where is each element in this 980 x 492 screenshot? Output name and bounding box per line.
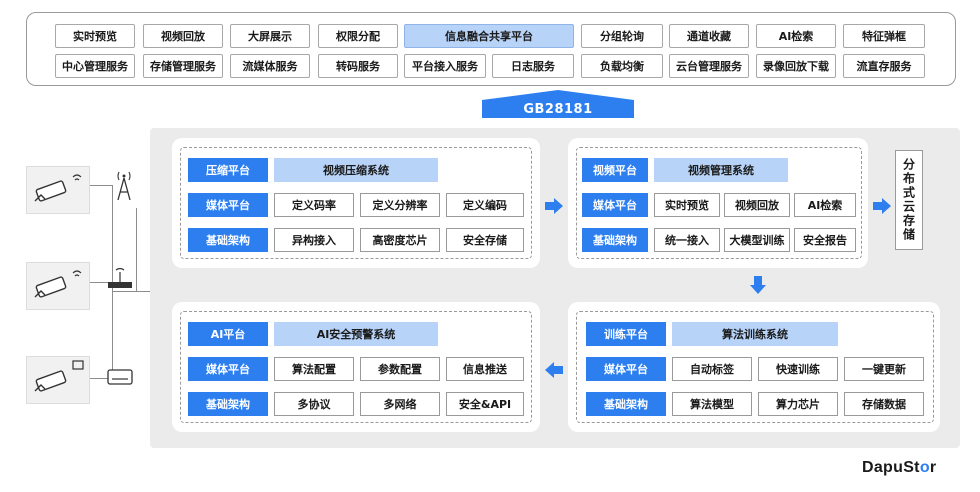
- camera-icon: [26, 356, 90, 404]
- tag-training-platform: 训练平台: [586, 322, 666, 346]
- system-algorithm-training: 算法训练系统: [672, 322, 838, 346]
- item-secure-storage: 安全存储: [446, 228, 524, 252]
- service-ai-search: AI检索: [756, 24, 836, 48]
- ai-frame: [180, 311, 532, 423]
- service-info-fusion-platform: 信息融合共享平台: [404, 24, 574, 48]
- distributed-cloud-storage: 分布式云存储: [895, 150, 923, 250]
- system-video-management: 视频管理系统: [654, 158, 788, 182]
- item-security-report: 安全报告: [794, 228, 856, 252]
- camera-icon: [26, 166, 90, 214]
- item-define-bitrate: 定义码率: [274, 193, 354, 217]
- item-high-density-chip: 高密度芯片: [360, 228, 440, 252]
- item-fast-training: 快速训练: [758, 357, 838, 381]
- item-multi-protocol: 多协议: [274, 392, 354, 416]
- training-frame: [576, 311, 934, 423]
- arrow-right-icon: [545, 198, 563, 214]
- antenna-icon: [117, 171, 131, 201]
- service-stream-direct-storage: 流直存服务: [843, 54, 925, 78]
- connector-line: [136, 208, 137, 292]
- video-frame: [576, 147, 862, 259]
- system-video-compression: 视频压缩系统: [274, 158, 438, 182]
- protocol-label: GB28181: [523, 101, 593, 117]
- router-icon: [108, 267, 132, 288]
- tag-video-platform: 视频平台: [582, 158, 648, 182]
- service-streaming-media: 流媒体服务: [230, 54, 310, 78]
- item-video-playback: 视频回放: [724, 193, 790, 217]
- item-parameter-config: 参数配置: [360, 357, 440, 381]
- item-one-click-update: 一键更新: [844, 357, 924, 381]
- service-realtime-preview: 实时预览: [55, 24, 135, 48]
- service-platform-access: 平台接入服务: [404, 54, 486, 78]
- item-algorithm-model: 算法模型: [672, 392, 752, 416]
- item-unified-access: 统一接入: [654, 228, 720, 252]
- service-big-screen: 大屏展示: [230, 24, 310, 48]
- arrow-left-icon: [545, 362, 563, 378]
- service-storage-management: 存储管理服务: [143, 54, 223, 78]
- item-security-api: 安全&API: [446, 392, 524, 416]
- connector-line: [90, 282, 112, 283]
- service-permission: 权限分配: [318, 24, 398, 48]
- connector-line: [90, 185, 112, 186]
- service-load-balancing: 负载均衡: [581, 54, 663, 78]
- item-compute-chip: 算力芯片: [758, 392, 838, 416]
- compression-frame: [180, 147, 532, 259]
- tag-media-platform: 媒体平台: [582, 193, 648, 217]
- item-info-push: 信息推送: [446, 357, 524, 381]
- tag-compression-platform: 压缩平台: [188, 158, 268, 182]
- item-large-model-training: 大模型训练: [724, 228, 790, 252]
- tag-infrastructure: 基础架构: [188, 392, 268, 416]
- arrow-down-icon: [750, 276, 766, 294]
- item-algorithm-config: 算法配置: [274, 357, 354, 381]
- camera-icon: [26, 262, 90, 310]
- up-arrow-icon: [482, 90, 634, 118]
- item-multi-network: 多网络: [360, 392, 440, 416]
- item-define-resolution: 定义分辨率: [360, 193, 440, 217]
- brand-logo: DapuStor: [862, 459, 937, 476]
- item-heterogeneous-access: 异构接入: [274, 228, 354, 252]
- service-panel: 实时预览 视频回放 大屏展示 权限分配 信息融合共享平台 分组轮询 通道收藏 A…: [26, 12, 956, 86]
- connector-line: [112, 291, 150, 292]
- service-ptz-management: 云台管理服务: [669, 54, 749, 78]
- service-log: 日志服务: [492, 54, 574, 78]
- tag-media-platform: 媒体平台: [586, 357, 666, 381]
- service-feature-popup: 特征弹框: [843, 24, 925, 48]
- tag-infrastructure: 基础架构: [582, 228, 648, 252]
- item-storage-data: 存储数据: [844, 392, 924, 416]
- arrow-right-icon: [873, 198, 891, 214]
- item-auto-labeling: 自动标签: [672, 357, 752, 381]
- item-realtime-preview: 实时预览: [654, 193, 720, 217]
- tag-infrastructure: 基础架构: [188, 228, 268, 252]
- service-transcoding: 转码服务: [318, 54, 398, 78]
- tag-media-platform: 媒体平台: [188, 357, 268, 381]
- system-ai-security-warning: AI安全预警系统: [274, 322, 438, 346]
- service-video-playback: 视频回放: [143, 24, 223, 48]
- connector-line: [90, 378, 112, 379]
- item-define-encoding: 定义编码: [446, 193, 524, 217]
- tag-media-platform: 媒体平台: [188, 193, 268, 217]
- service-group-polling: 分组轮询: [581, 24, 663, 48]
- item-ai-search: AI检索: [794, 193, 856, 217]
- tag-infrastructure: 基础架构: [586, 392, 666, 416]
- service-center-management: 中心管理服务: [55, 54, 135, 78]
- gateway-icon: [107, 369, 133, 385]
- service-recording-download: 录像回放下载: [756, 54, 836, 78]
- service-channel-favorite: 通道收藏: [669, 24, 749, 48]
- tag-ai-platform: AI平台: [188, 322, 268, 346]
